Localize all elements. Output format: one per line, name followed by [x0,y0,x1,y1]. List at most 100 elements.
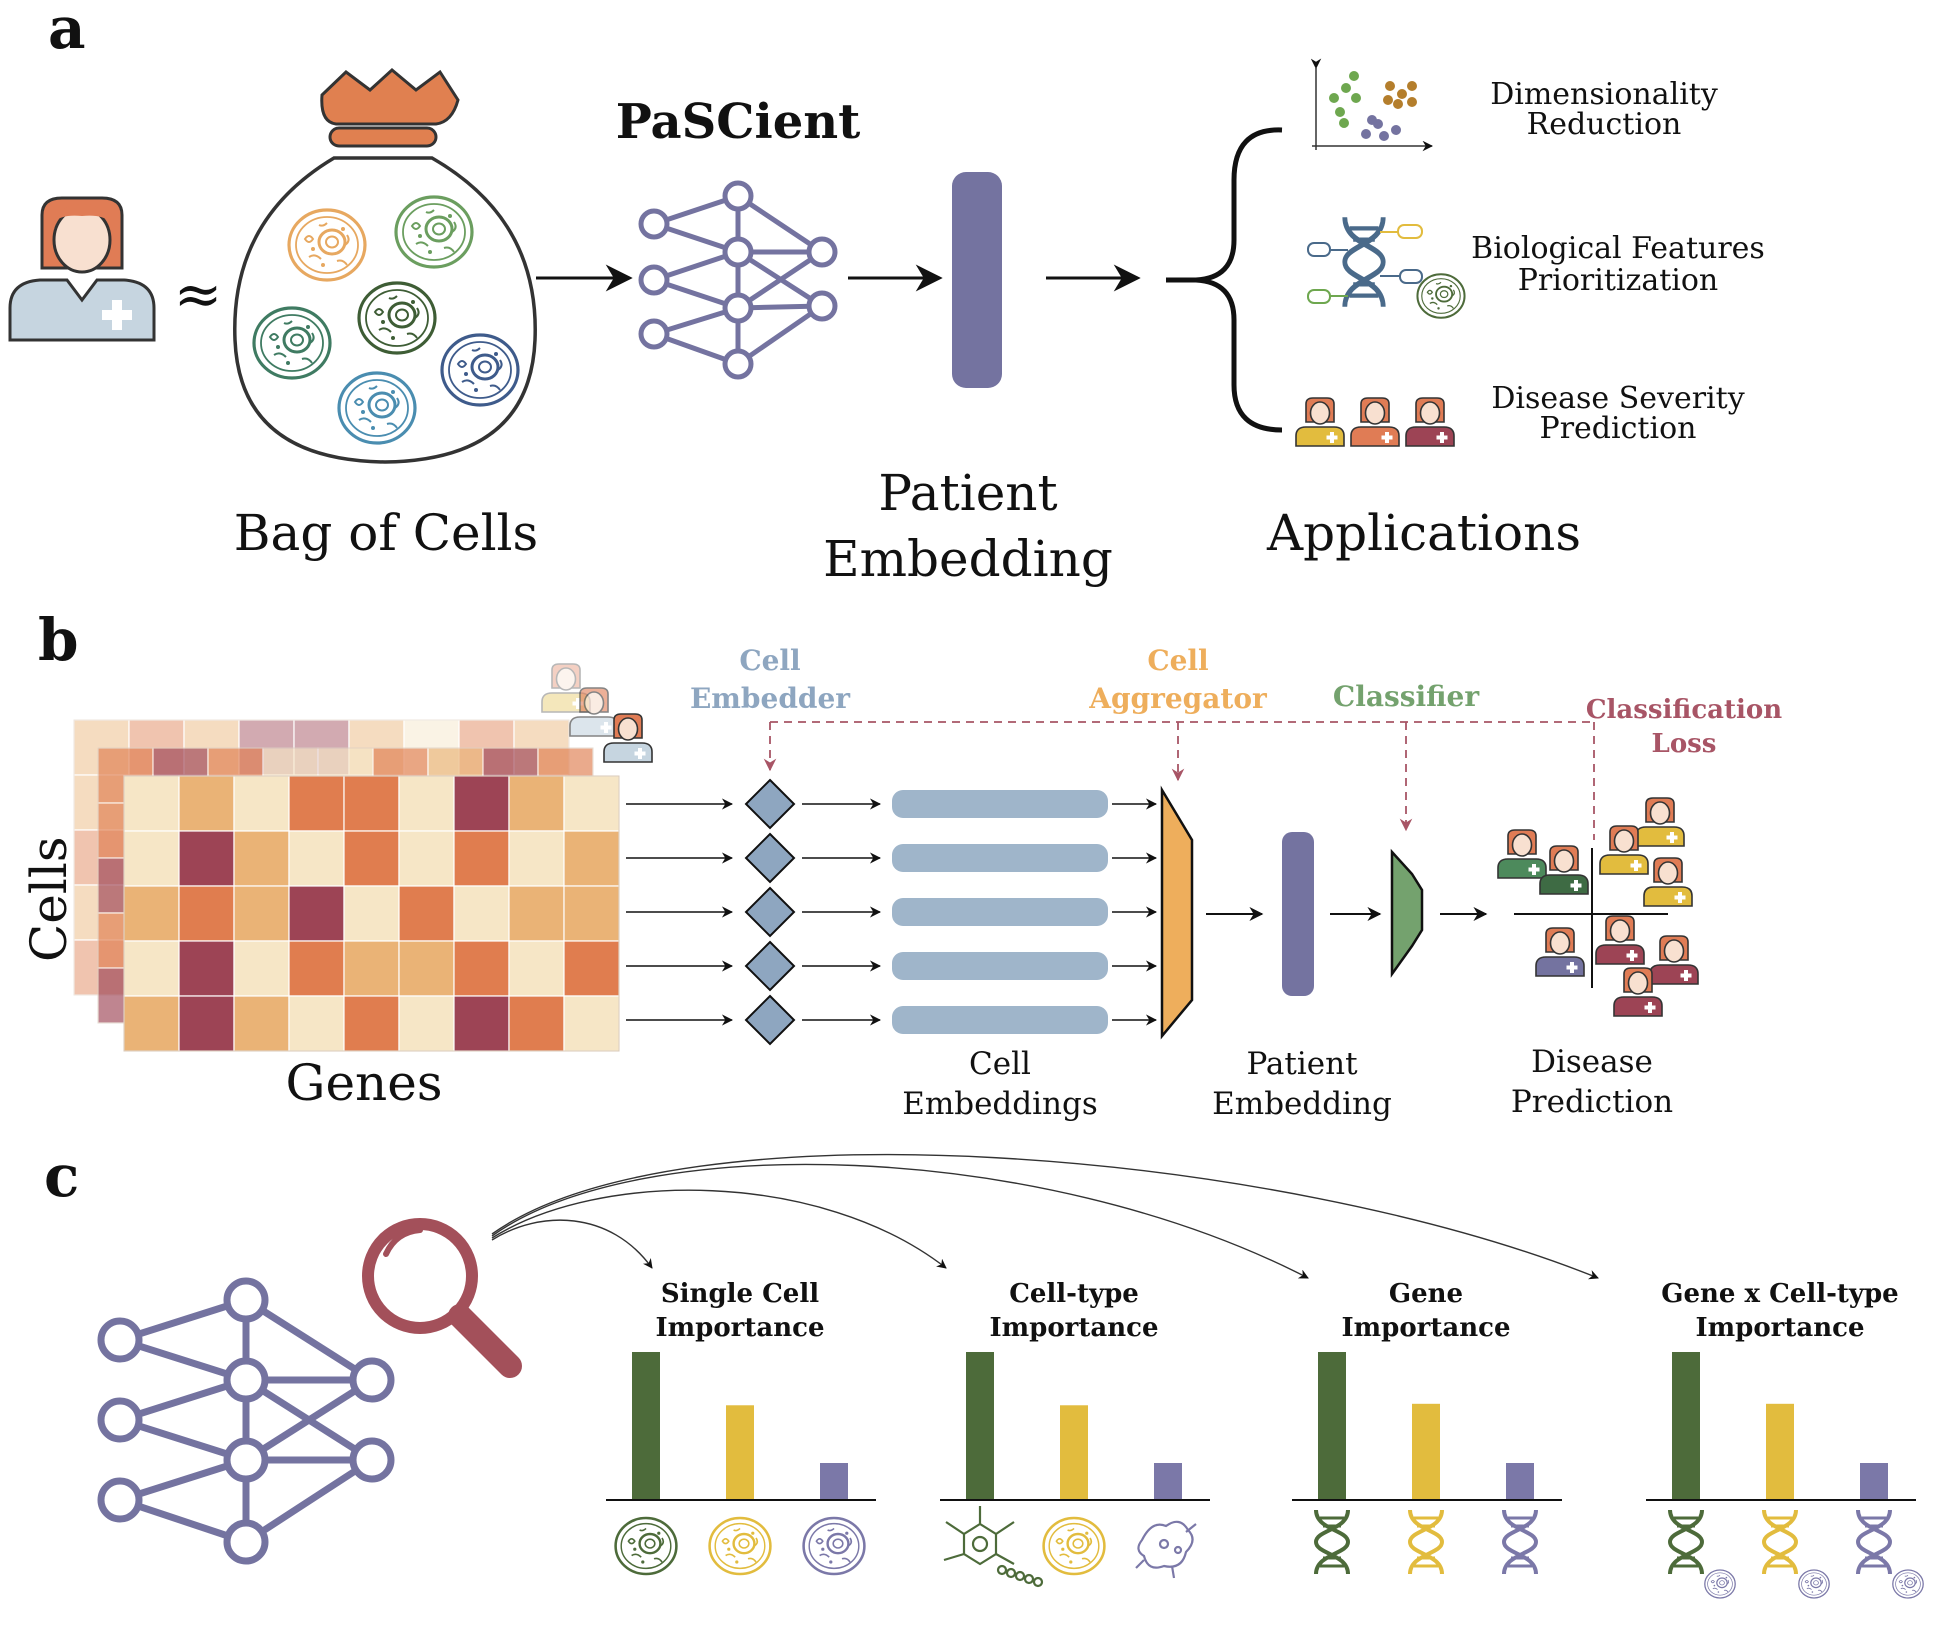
cell-icon [1042,1516,1106,1576]
heatmap-cell [343,830,400,887]
heatmap-cell [288,995,345,1052]
cell-icon [708,1516,772,1576]
cell-embedding-bar [892,844,1108,872]
panel-c: c Single [44,1142,1924,1599]
heatmap-cell [508,830,565,887]
heatmap-cell [123,995,180,1052]
heatmap-cell [398,940,455,997]
importance-bar [1672,1352,1700,1500]
heatmap-cell [453,940,510,997]
heatmap-cell [398,885,455,942]
importance-charts: Single CellImportanceCell-typeImportance… [606,1279,1924,1599]
heatmap-cell [288,830,345,887]
patient-embedding-vector [952,172,1002,388]
dna-icon [1856,1508,1892,1576]
importance-bar [966,1352,994,1500]
cell-embedding-bar [892,898,1108,926]
cell-icon [1798,1569,1830,1599]
cell-aggregator-label-1: Cell [1147,644,1208,677]
cell-embedding-bar [892,952,1108,980]
importance-bar [632,1352,660,1500]
interpretation-arrows [491,1154,1599,1280]
importance-bar [726,1405,754,1500]
importance-title-line1: Single Cell [661,1279,819,1309]
approx-symbol: ≈ [174,260,223,328]
heatmap-cell [123,775,180,832]
cell-embedder-node [744,778,796,830]
application-2-line2: Prioritization [1518,263,1719,298]
heatmap-cell [233,775,290,832]
patient-embedding-label-1: Patient [878,464,1057,522]
patients-icon [1295,397,1455,447]
importance-title-line1: Cell-type [1009,1279,1139,1309]
cell-icon [614,1516,678,1576]
heatmap-cell [398,775,455,832]
disease-prediction-label-1: Disease [1531,1044,1653,1080]
application-1-line1: Dimensionality [1490,77,1718,112]
importance-bar [1318,1352,1346,1500]
heatmap-cell [508,885,565,942]
applications-label: Applications [1266,504,1581,562]
heatmap-cell [343,775,400,832]
cell-embedder-node [744,886,796,938]
patient-embedding-b-label-2: Embedding [1212,1086,1392,1122]
patient-icon [8,196,156,342]
heatmap-cell [123,885,180,942]
importance-title-line1: Gene [1389,1279,1463,1309]
heatmap-cell [453,885,510,942]
neuron-icon [943,1506,1044,1588]
disease-prediction-label-2: Prediction [1511,1084,1673,1120]
heatmap-cell [123,940,180,997]
patient-embedding-b-label-1: Patient [1246,1046,1358,1082]
classification-loss-label-2: Loss [1652,729,1717,759]
panel-a-label: a [48,0,86,62]
cell-icon [1892,1569,1924,1599]
dna-icon [1668,1508,1704,1576]
heatmap-cell [233,885,290,942]
dna-icon [1502,1508,1538,1576]
heatmap-cell [233,830,290,887]
heatmap-cell [508,940,565,997]
dna-icon [1762,1508,1798,1576]
panel-b: b Cells Genes [20,606,1782,1122]
cell-embedder-label-2: Embedder [690,682,851,715]
heatmap-cell [508,775,565,832]
bag-of-cells-icon [233,68,537,464]
importance-bar [1860,1463,1888,1500]
panel-b-label: b [38,606,79,674]
disease-prediction-quadrant [1497,797,1699,1017]
panel-c-label: c [44,1142,79,1210]
importance-bar [1766,1403,1794,1500]
classification-loss-feedback [763,721,1595,840]
heatmap-cell [288,885,345,942]
heatmap-cell [233,995,290,1052]
magnifier-icon [362,1218,522,1378]
importance-title-line1: Gene x Cell-type [1661,1279,1898,1309]
heatmap-cell [398,995,455,1052]
heatmap-cell [178,940,235,997]
model-name: PaSCient [616,94,861,150]
applications-brace [1166,127,1283,433]
cells-axis-label: Cells [20,837,78,963]
heatmap-cell [563,885,620,942]
heatmap-cell [178,830,235,887]
heatmap-cell [123,830,180,887]
heatmap-cell [343,995,400,1052]
classification-loss-label-1: Classification [1586,695,1782,725]
heatmap-cell [288,940,345,997]
heatmap-cell [178,995,235,1052]
pipeline-rows [626,778,1158,1046]
heatmap-cell [233,940,290,997]
cell-embedding-bar [892,1006,1108,1034]
heatmap-cell [563,830,620,887]
dna-features-icon [1307,217,1466,319]
cell-icon [802,1516,866,1576]
dna-icon [1408,1508,1444,1576]
cell-embedder-label-1: Cell [739,644,800,677]
